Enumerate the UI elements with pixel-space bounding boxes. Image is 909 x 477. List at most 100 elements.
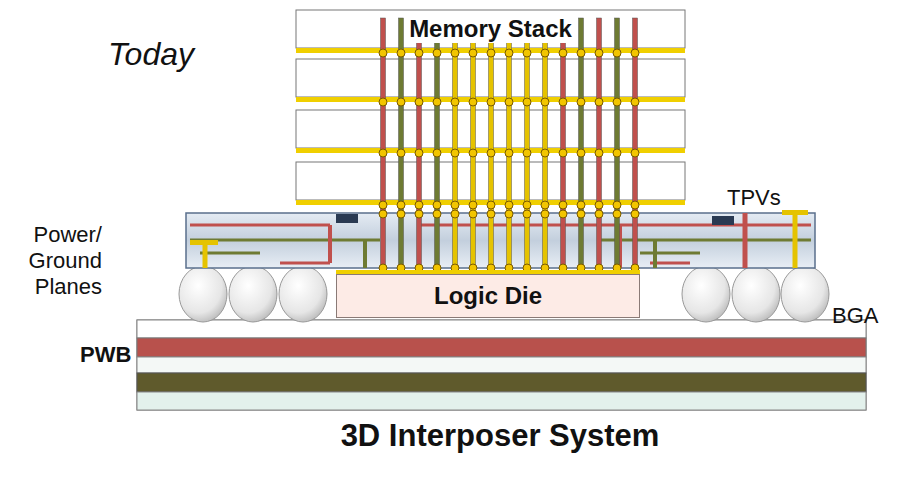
tpv-via bbox=[743, 213, 748, 268]
micro-bump bbox=[613, 149, 621, 157]
micro-bump bbox=[469, 201, 477, 209]
micro-bump bbox=[487, 149, 495, 157]
green-via bbox=[653, 240, 657, 268]
micro-bump bbox=[397, 98, 405, 106]
micro-bump bbox=[505, 201, 513, 209]
micro-bump bbox=[415, 201, 423, 209]
micro-bump bbox=[487, 98, 495, 106]
logic-die-box: Logic Die bbox=[336, 274, 640, 318]
micro-bump bbox=[559, 49, 567, 57]
diagram-title: 3D Interposer System bbox=[230, 418, 770, 454]
tpv-cap bbox=[782, 210, 808, 215]
pwb-power-plane bbox=[137, 338, 866, 357]
micro-bump bbox=[613, 201, 621, 209]
micro-bump bbox=[451, 49, 459, 57]
micro-bump bbox=[595, 98, 603, 106]
green-trace bbox=[640, 252, 700, 255]
micro-bump bbox=[433, 49, 441, 57]
micro-bump bbox=[469, 98, 477, 106]
micro-bump bbox=[469, 49, 477, 57]
micro-bump bbox=[397, 210, 405, 218]
micro-bump bbox=[451, 149, 459, 157]
interposer bbox=[186, 210, 815, 268]
red-via bbox=[328, 225, 332, 263]
green-trace bbox=[200, 252, 260, 255]
micro-bump bbox=[559, 149, 567, 157]
micro-bump bbox=[577, 201, 585, 209]
bga-balls bbox=[179, 266, 829, 322]
bga-ball bbox=[732, 266, 780, 322]
micro-bump bbox=[433, 98, 441, 106]
green-trace bbox=[190, 239, 380, 242]
micro-bump bbox=[415, 210, 423, 218]
tpv-cap bbox=[190, 240, 218, 245]
micro-bump bbox=[631, 201, 639, 209]
micro-bump bbox=[469, 210, 477, 218]
micro-bump bbox=[559, 210, 567, 218]
node-label: PWB bbox=[76, 342, 135, 368]
micro-bump bbox=[379, 201, 387, 209]
micro-bump bbox=[577, 98, 585, 106]
passive-component bbox=[336, 214, 734, 225]
micro-bump bbox=[613, 98, 621, 106]
micro-bump bbox=[487, 210, 495, 218]
micro-bump bbox=[595, 210, 603, 218]
micro-bump bbox=[451, 98, 459, 106]
micro-bump bbox=[523, 149, 531, 157]
micro-bump bbox=[541, 149, 549, 157]
node-label: Memory Stack bbox=[405, 15, 576, 43]
pwb-ground-plane bbox=[137, 373, 866, 392]
pwb-outline bbox=[137, 320, 866, 410]
micro-bump bbox=[541, 201, 549, 209]
micro-bump bbox=[415, 49, 423, 57]
era-label: Today bbox=[108, 36, 194, 73]
red-trace bbox=[280, 262, 330, 265]
micro-bump bbox=[487, 49, 495, 57]
micro-bump bbox=[469, 149, 477, 157]
micro-bump bbox=[577, 49, 585, 57]
micro-bump bbox=[415, 98, 423, 106]
micro-bump bbox=[541, 49, 549, 57]
bga-ball bbox=[682, 266, 730, 322]
micro-bump bbox=[577, 149, 585, 157]
pwb-board bbox=[137, 320, 866, 410]
pwb-core-layer bbox=[137, 357, 866, 373]
micro-bump bbox=[631, 49, 639, 57]
micro-bump bbox=[379, 98, 387, 106]
memory-die bbox=[296, 10, 685, 48]
tsv-pillars bbox=[379, 18, 639, 272]
micro-bump bbox=[487, 201, 495, 209]
micro-bump bbox=[595, 49, 603, 57]
micro-bump bbox=[613, 49, 621, 57]
bga-ball bbox=[179, 266, 227, 322]
micro-bump bbox=[379, 149, 387, 157]
red-trace bbox=[190, 224, 330, 227]
micro-bump bbox=[595, 149, 603, 157]
micro-bump bbox=[541, 210, 549, 218]
micro-bump bbox=[595, 201, 603, 209]
micro-bump bbox=[397, 49, 405, 57]
interposer-body bbox=[186, 213, 815, 268]
memory-die-box: Memory Stack bbox=[296, 10, 685, 48]
callout-label: Power/ Ground Planes bbox=[10, 222, 102, 300]
micro-bump bbox=[397, 149, 405, 157]
micro-bump bbox=[451, 201, 459, 209]
micro-bump bbox=[631, 98, 639, 106]
chip-pad bbox=[712, 216, 734, 225]
micro-bump bbox=[379, 210, 387, 218]
micro-bump bbox=[415, 149, 423, 157]
green-trace bbox=[600, 239, 811, 242]
micro-bump bbox=[613, 210, 621, 218]
micro-bump bbox=[505, 49, 513, 57]
micro-bump bbox=[397, 201, 405, 209]
bga-ball bbox=[279, 266, 327, 322]
callout-label: TPVs bbox=[727, 185, 781, 211]
micro-bump bbox=[577, 210, 585, 218]
micro-bump bbox=[523, 49, 531, 57]
micro-bump bbox=[505, 210, 513, 218]
micro-bump bbox=[631, 149, 639, 157]
pwb-bottom-layer bbox=[137, 392, 866, 410]
chip-pad bbox=[336, 214, 358, 223]
callout-label: BGA bbox=[832, 303, 878, 329]
